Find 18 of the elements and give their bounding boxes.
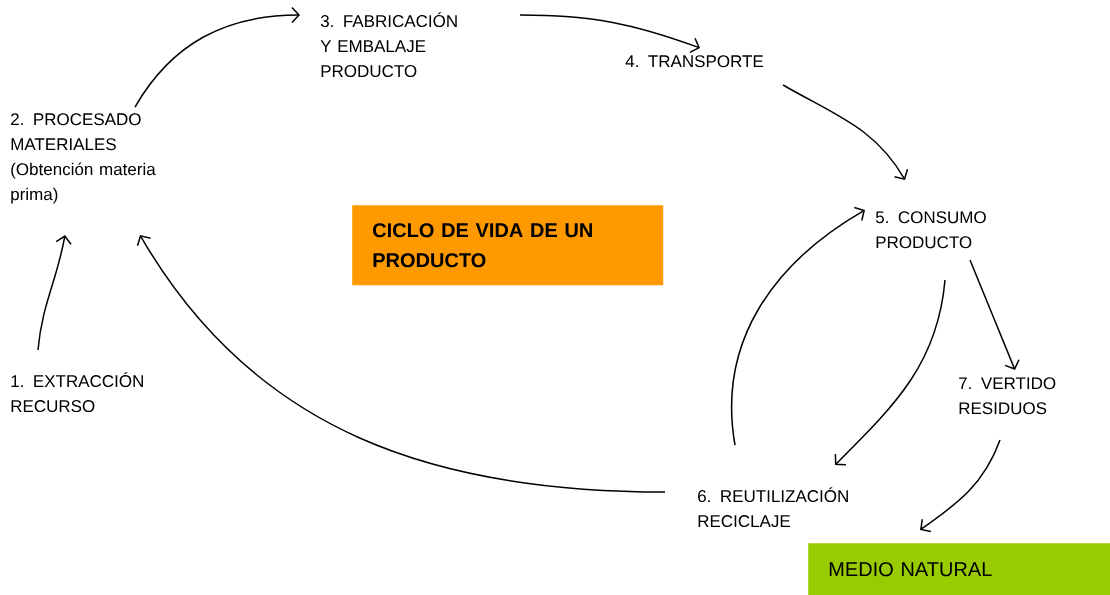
step-label: 2. PROCESADO MATERIALES (Obtención materia prima) — [11, 113, 156, 204]
step-label: 7. VERTIDO RESIDUOS — [959, 377, 1056, 415]
arrow — [731, 206, 865, 446]
arrow — [136, 235, 666, 493]
arrow — [834, 279, 946, 466]
result-box: MEDIO NATURAL — [808, 543, 1110, 595]
arrow — [37, 235, 72, 351]
step-label: 5. CONSUMO PRODUCTO — [875, 211, 986, 249]
arrow — [782, 84, 909, 180]
arrow — [920, 439, 1001, 533]
arrow — [134, 6, 300, 108]
title-box: CICLO DE VIDA DE UN PRODUCTO — [352, 205, 664, 286]
arrow — [519, 14, 700, 54]
arrow — [969, 259, 1020, 370]
step-label: 4. TRANSPORTE — [625, 55, 763, 68]
step-label: 1. EXTRACCIÓN RECURSO — [11, 372, 143, 413]
step-label: 3. FABRICACIÓN Y EMBALAJE PRODUCTO — [320, 12, 457, 78]
step-label: 6. REUTILIZACIÓN RECICLAJE — [698, 487, 848, 528]
